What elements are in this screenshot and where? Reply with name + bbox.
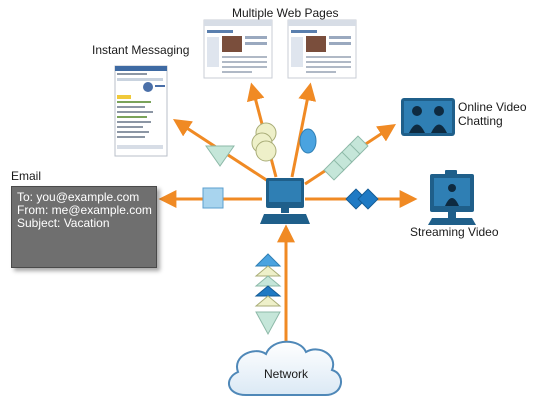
blue-diamond-packets (345, 188, 379, 210)
web-page-screenshot-left (203, 19, 273, 79)
square-packet (202, 187, 224, 209)
video-chat-screen (401, 98, 455, 136)
label-streaming-video: Streaming Video (410, 225, 499, 239)
diamond-packets (323, 135, 369, 181)
label-video-chat-line2: Chatting (458, 114, 503, 128)
circle-packets (251, 122, 277, 162)
arrow-to-web-page-right (290, 82, 317, 178)
triangle-packet (205, 145, 235, 167)
label-network: Network (264, 367, 309, 381)
network-cloud (228, 340, 342, 397)
im-window-screenshot (114, 65, 168, 157)
streaming-video-monitor (428, 170, 476, 225)
email-from: From: me@example.com (17, 203, 152, 217)
email-message-box: To: you@example.com From: me@example.com… (11, 186, 157, 268)
email-to: To: you@example.com (17, 190, 140, 204)
label-email: Email (11, 169, 42, 183)
label-video-chat-line1: Online Video (458, 100, 527, 114)
stacked-packets (254, 253, 282, 336)
email-subject: Subject: Vacation (17, 216, 110, 230)
web-page-screenshot-right (287, 19, 357, 79)
label-instant-messaging: Instant Messaging (92, 43, 190, 57)
label-multiple-web-pages: Multiple Web Pages (232, 6, 339, 20)
oval-packet (299, 128, 317, 154)
computer-icon (260, 178, 310, 224)
data-packets (202, 122, 379, 336)
